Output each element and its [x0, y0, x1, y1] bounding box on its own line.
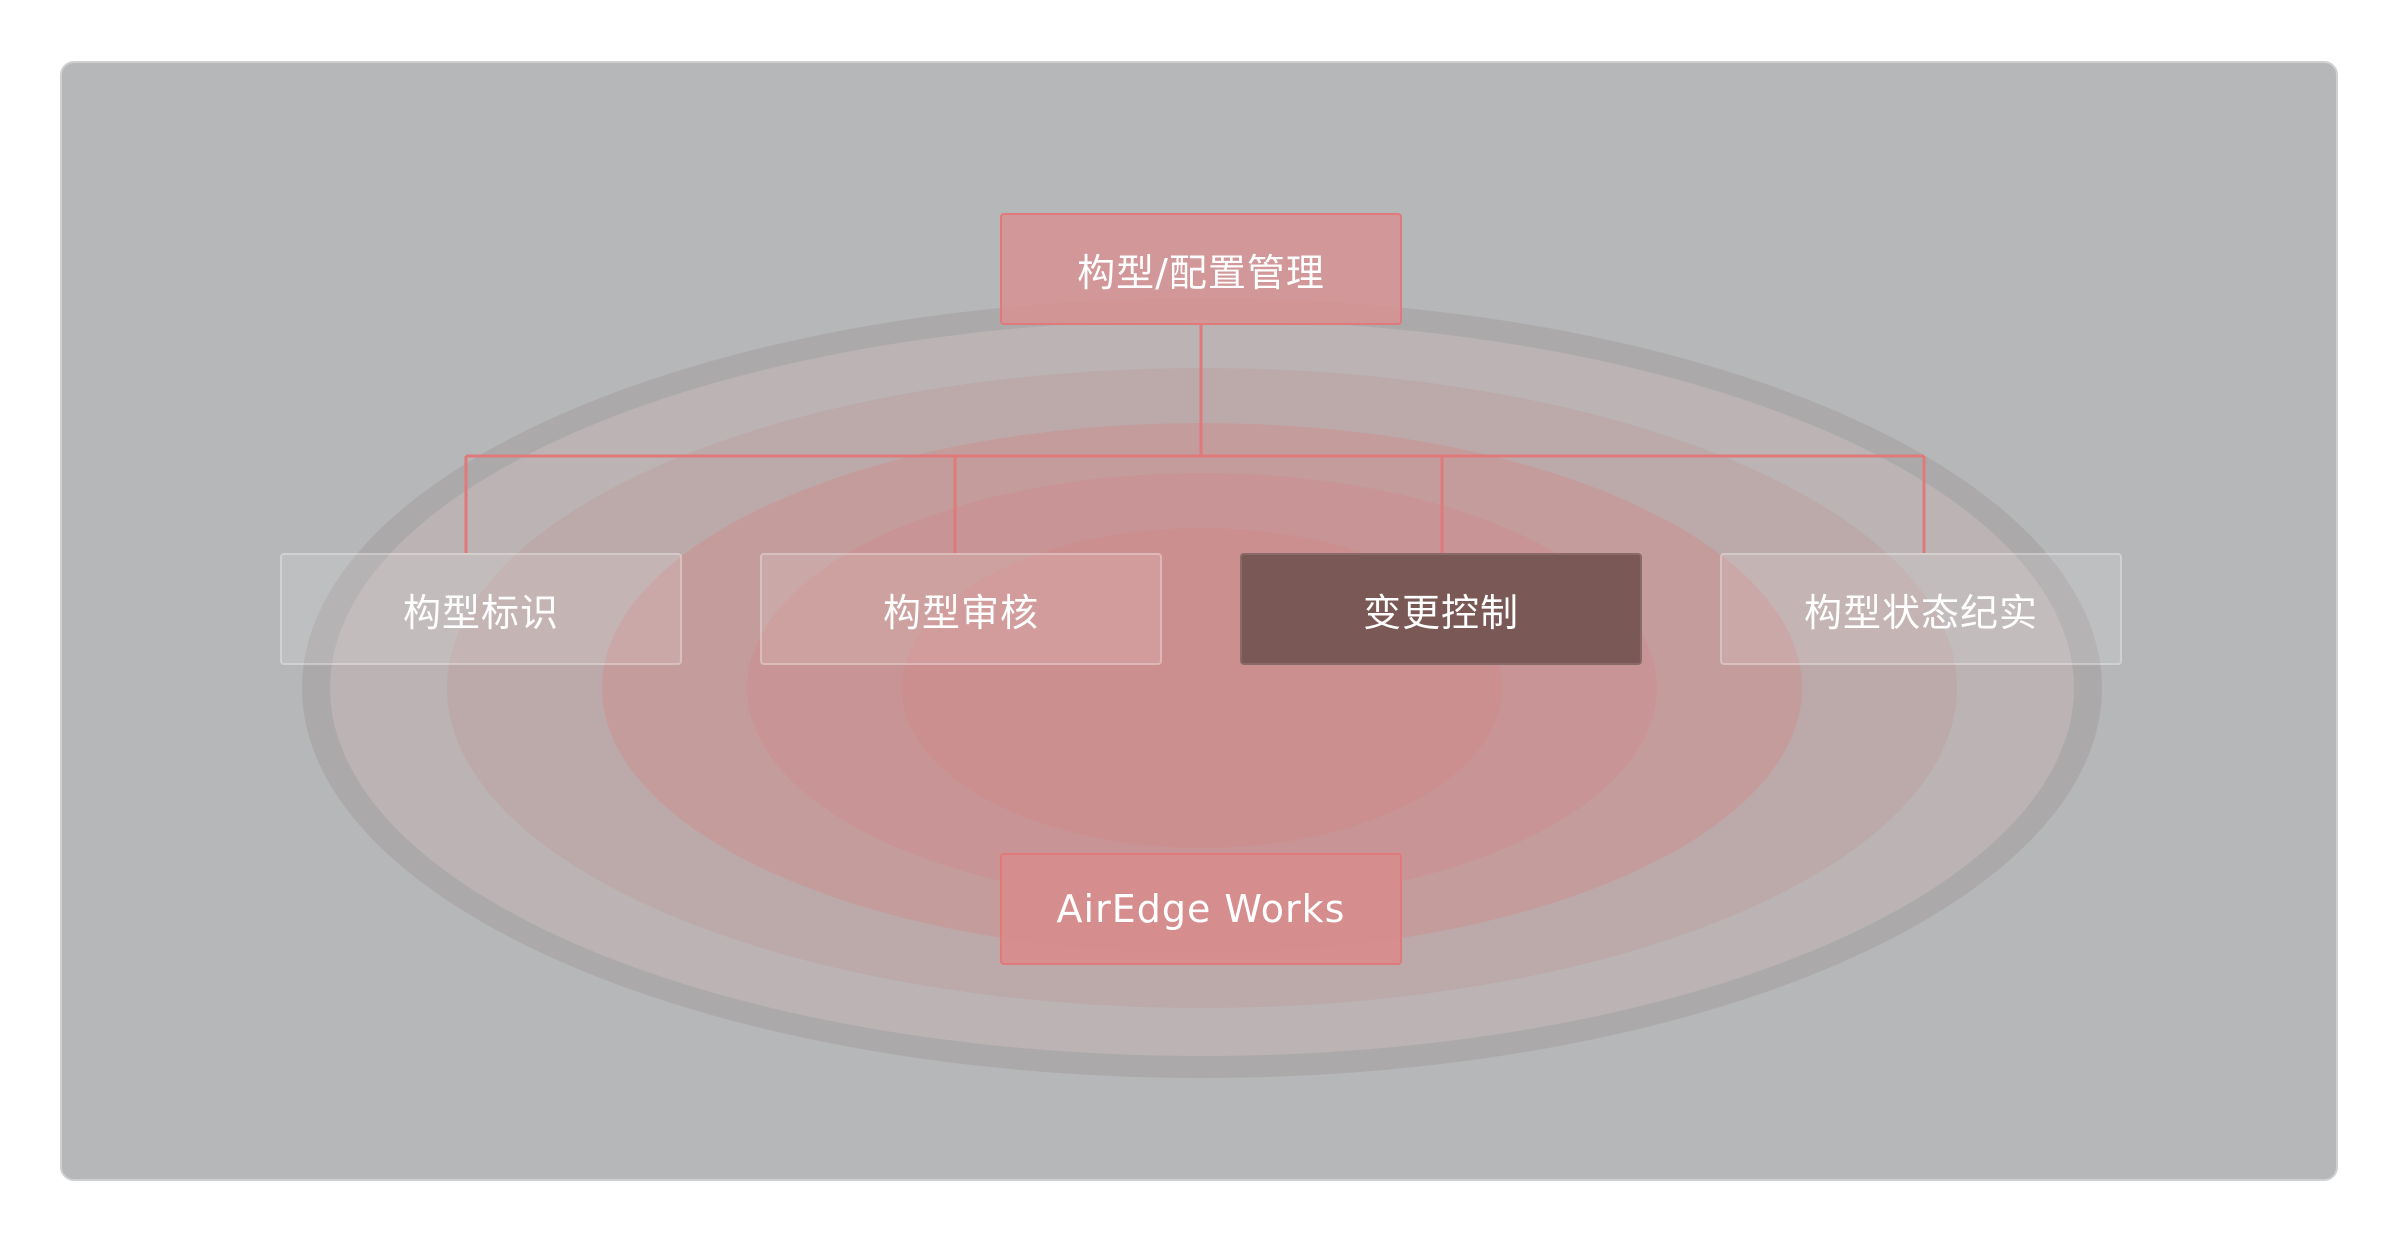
base-node-label: AirEdge Works	[1056, 887, 1346, 931]
child-node-change-control[interactable]: 变更控制	[1240, 553, 1642, 665]
root-node-label: 构型/配置管理	[1077, 250, 1325, 295]
child-node-label: 构型状态纪实	[1803, 590, 2038, 635]
connector-lines	[464, 325, 1926, 553]
child-node-label: 变更控制	[1362, 590, 1519, 635]
child-node-identification[interactable]: 构型标识	[280, 553, 682, 665]
diagram-panel: 构型/配置管理 构型标识 构型审核 变更控制 构型状态纪实 AirEdge Wo…	[60, 61, 2338, 1181]
base-node[interactable]: AirEdge Works	[1000, 853, 1402, 965]
child-node-audit[interactable]: 构型审核	[760, 553, 1162, 665]
child-node-label: 构型审核	[882, 590, 1039, 635]
concentric-ellipses-background	[302, 298, 2102, 1078]
child-node-label: 构型标识	[402, 590, 559, 635]
root-node[interactable]: 构型/配置管理	[1000, 213, 1402, 325]
child-node-status-accounting[interactable]: 构型状态纪实	[1720, 553, 2122, 665]
